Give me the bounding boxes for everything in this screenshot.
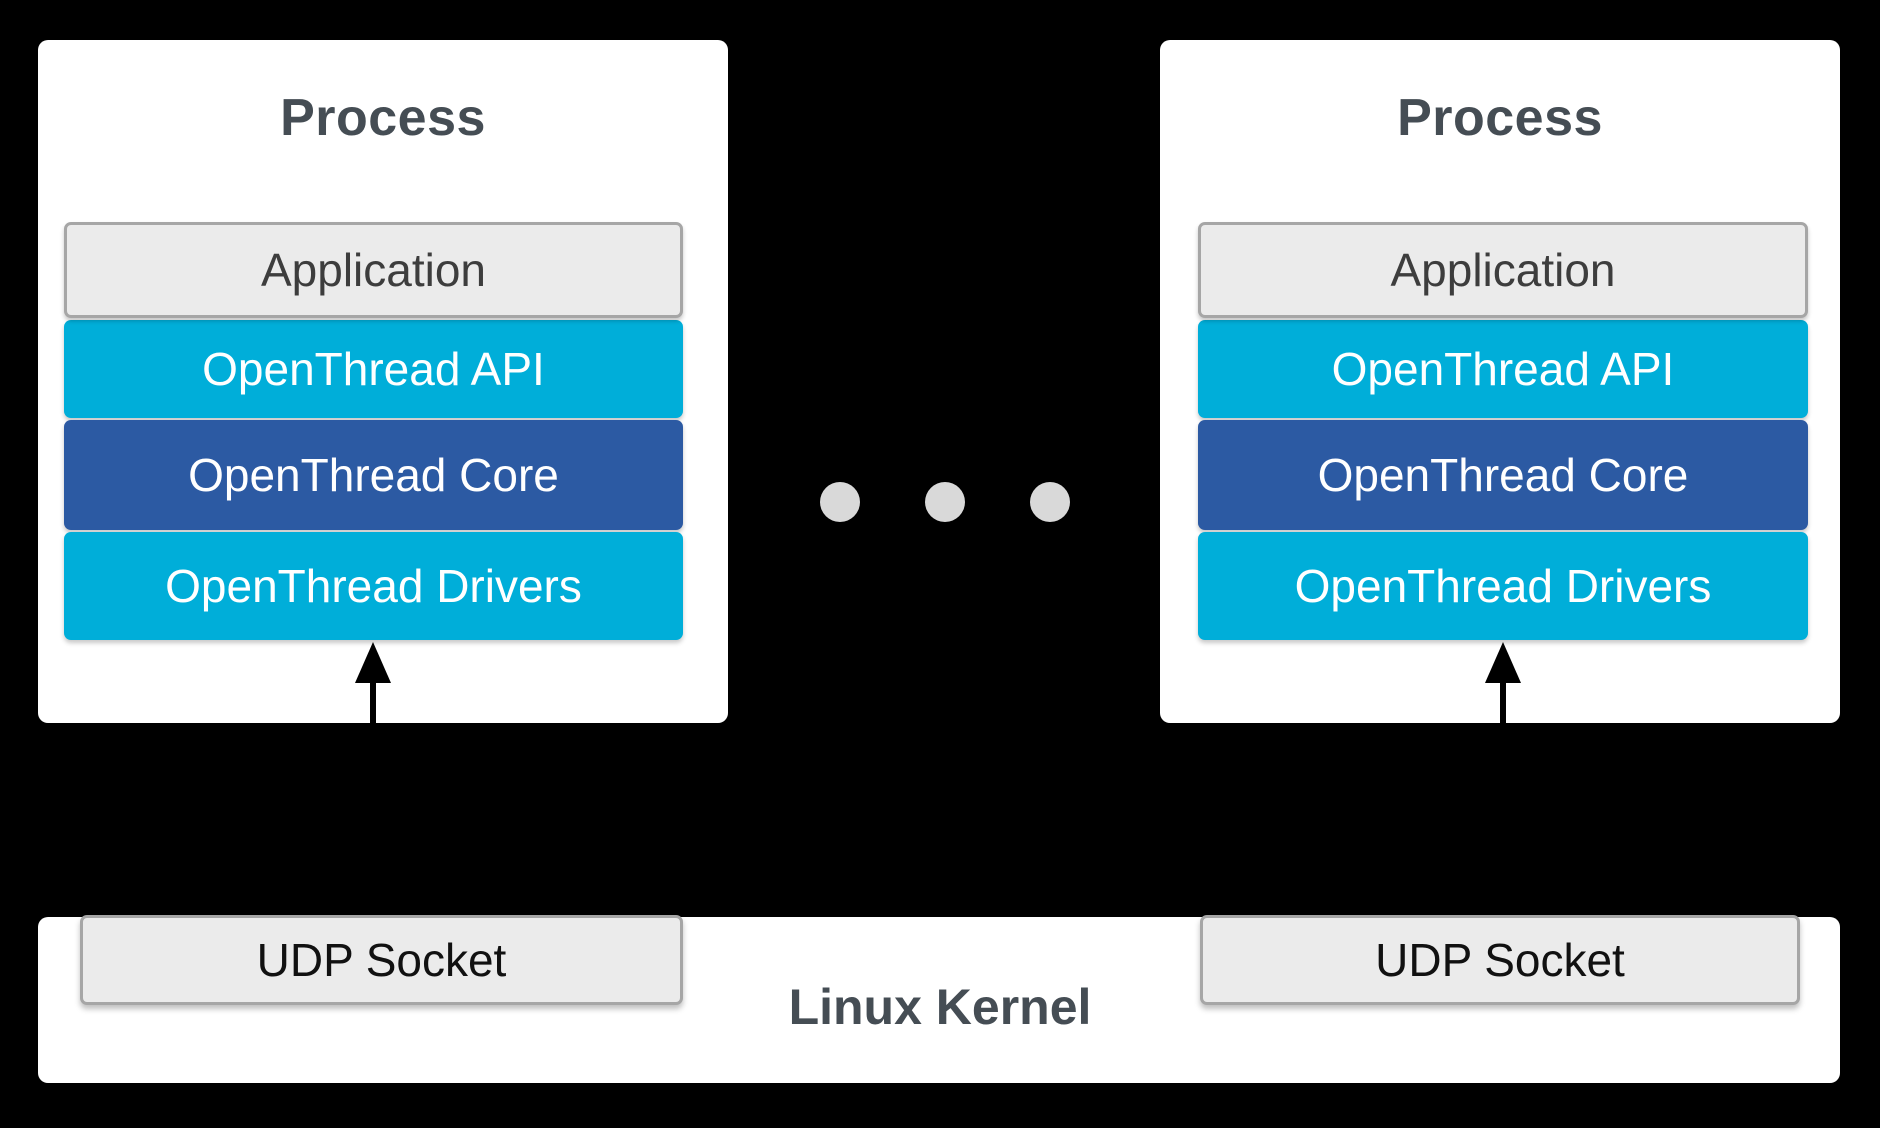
process-title-left: Process [280,89,486,147]
layer-openthread-drivers-right: OpenThread Drivers [1198,532,1808,640]
udp-socket-box-right: UDP Socket [1200,915,1800,1005]
layer-label: OpenThread API [1331,343,1675,395]
layer-label: Application [260,244,487,296]
layer-application-left: Application [64,222,683,318]
layer-openthread-core-right: OpenThread Core [1198,420,1808,530]
layer-label: OpenThread Drivers [165,560,582,612]
udp-socket-box-left: UDP Socket [80,915,683,1005]
layer-label: OpenThread API [202,343,545,395]
udp-socket-label: UDP Socket [256,934,507,986]
layer-application-right: Application [1198,222,1808,318]
layer-label: OpenThread Core [188,449,559,501]
layer-openthread-core-left: OpenThread Core [64,420,683,530]
ellipsis-dot-3 [1030,482,1070,522]
udp-socket-label: UDP Socket [1375,934,1625,986]
layer-openthread-api-right: OpenThread API [1198,320,1808,418]
layer-openthread-drivers-left: OpenThread Drivers [64,532,683,640]
layer-label: OpenThread Core [1317,449,1689,501]
layer-label: OpenThread Drivers [1294,560,1712,612]
kernel-title: Linux Kernel [788,979,1092,1035]
ellipsis-dot-2 [925,482,965,522]
layer-label: Application [1390,244,1616,296]
arrow-right-socket-to-drivers [1482,642,1524,726]
ellipsis-dot-1 [820,482,860,522]
arrow-left-socket-to-drivers [352,642,394,726]
process-title-right: Process [1397,89,1603,147]
layer-openthread-api-left: OpenThread API [64,320,683,418]
